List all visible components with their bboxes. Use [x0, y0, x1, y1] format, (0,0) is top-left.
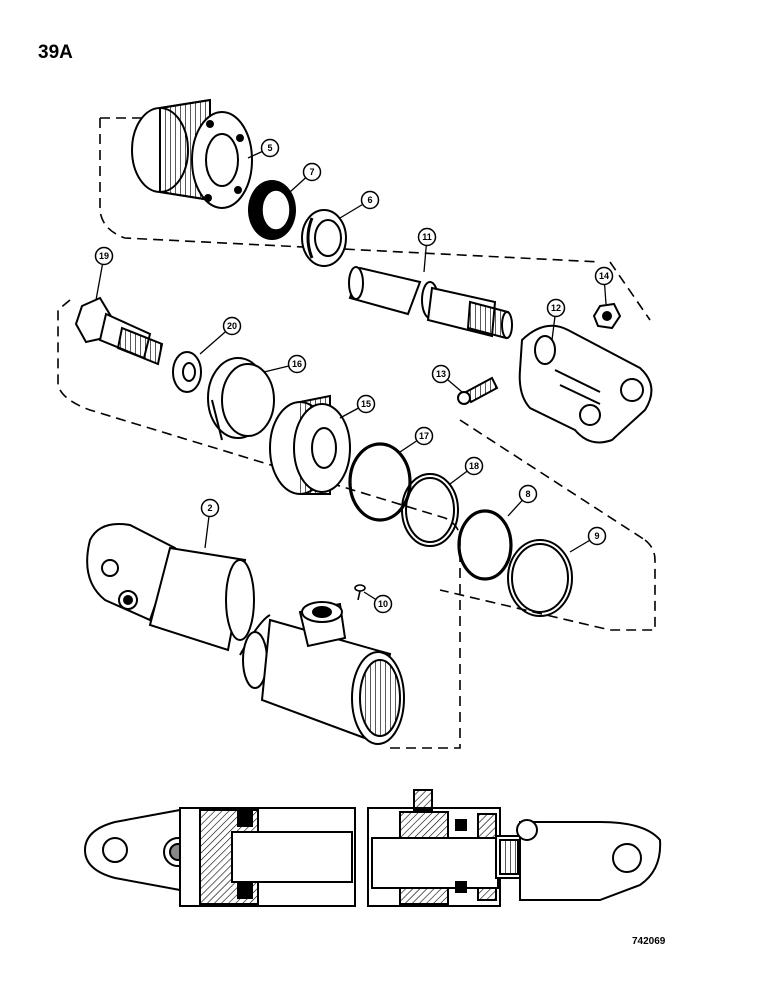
- callout-bubble: [260, 138, 280, 158]
- rod-part-11: [348, 266, 513, 340]
- callout-5: 5: [247, 138, 280, 159]
- callout-bubble: [94, 246, 114, 266]
- callout-19: 19: [94, 246, 114, 301]
- callout-number: 16: [292, 359, 302, 369]
- callout-bubble: [546, 298, 566, 318]
- callout-number: 11: [422, 232, 432, 242]
- callout-bubble: [200, 498, 220, 518]
- gland-part-5: [131, 98, 253, 209]
- group-outline-dashed: [57, 117, 656, 749]
- o-ring-part-17: [348, 442, 412, 522]
- callout-bubble: [356, 394, 376, 414]
- callout-20: 20: [199, 316, 242, 355]
- callout-bubble: [431, 364, 451, 384]
- callout-bubble: [414, 426, 434, 446]
- callout-2: 2: [200, 498, 220, 549]
- assembled-cylinder-section-view: [83, 789, 662, 907]
- callout-number: 20: [227, 321, 237, 331]
- callout-bubble: [360, 190, 380, 210]
- callout-bubble: [373, 594, 393, 614]
- callout-bubble: [417, 227, 437, 247]
- callout-number: 13: [436, 369, 446, 379]
- callout-number: 7: [309, 167, 314, 177]
- callout-11: 11: [417, 227, 437, 273]
- callout-number: 14: [599, 271, 609, 281]
- callout-bubble: [287, 354, 307, 374]
- callout-number: 19: [99, 251, 109, 261]
- callout-15: 15: [339, 394, 376, 419]
- callout-bubble: [518, 484, 538, 504]
- callout-13: 13: [431, 364, 463, 393]
- nut-part-14: [592, 302, 622, 330]
- callout-14: 14: [594, 266, 614, 305]
- callout-number: 5: [267, 143, 272, 153]
- callout-bubble: [594, 266, 614, 286]
- callout-bubble: [222, 316, 242, 336]
- callout-bubble: [587, 526, 607, 546]
- backup-ring-part-9: [507, 539, 573, 617]
- figure-code: 742069: [632, 936, 666, 947]
- callout-number: 10: [378, 599, 388, 609]
- callout-9: 9: [569, 526, 607, 553]
- callout-8: 8: [507, 484, 538, 517]
- rod-end-part-12: [518, 324, 653, 444]
- cylinder-tube-part-2: [86, 523, 405, 745]
- callout-number: 6: [367, 195, 372, 205]
- callout-18: 18: [449, 456, 484, 485]
- callout-16: 16: [263, 354, 307, 374]
- setscrew-part-10: [354, 584, 366, 601]
- washer-part-20: [172, 351, 202, 393]
- callout-7: 7: [289, 162, 322, 193]
- wiper-part-7: [248, 180, 296, 240]
- callout-bubble: [464, 456, 484, 476]
- callout-number: 15: [361, 399, 371, 409]
- callout-17: 17: [399, 426, 434, 453]
- callout-number: 2: [207, 503, 212, 513]
- o-ring-part-8: [457, 509, 513, 581]
- callout-labels: 2 5 6 7 8 9 10 11 12 13 14 15 16 17 18 19 20: [94, 138, 614, 614]
- callout-number: 18: [469, 461, 479, 471]
- backup-ring-part-18: [401, 473, 459, 547]
- callout-number: 17: [419, 431, 429, 441]
- piston-part-15: [269, 394, 351, 495]
- grease-fitting-part-13: [457, 376, 499, 405]
- seal-part-6: [301, 209, 347, 267]
- callout-number: 12: [551, 303, 561, 313]
- callout-6: 6: [339, 190, 380, 219]
- callout-number: 8: [525, 489, 530, 499]
- callout-10: 10: [363, 591, 393, 614]
- page-number: 39A: [38, 42, 73, 63]
- callout-bubble: [302, 162, 322, 182]
- callout-number: 9: [594, 531, 599, 541]
- wear-ring-part-16: [207, 357, 275, 441]
- callout-12: 12: [546, 298, 566, 341]
- bolt-part-19: [74, 296, 164, 366]
